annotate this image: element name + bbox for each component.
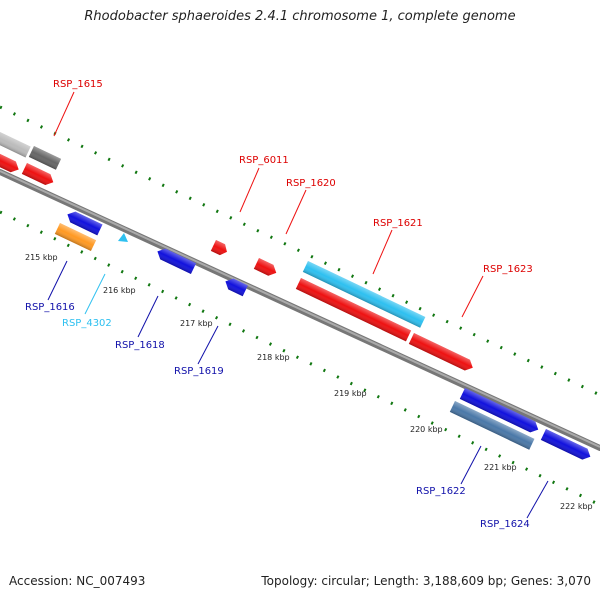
scale-label-217: 217 kbp [180, 319, 213, 328]
gene-rsp-6011[interactable] [210, 240, 230, 257]
reverse-genes [54, 209, 593, 462]
gene-label-rsp-1620[interactable]: RSP_1620 [286, 178, 336, 189]
gene-rsp-1623[interactable] [408, 333, 476, 373]
gene-rsp-4302[interactable] [118, 233, 128, 242]
gene-rsp-1616[interactable] [65, 209, 103, 236]
gc-track-outer [0, 105, 600, 397]
gene-darkgray[interactable] [28, 146, 62, 170]
gene-label-rsp-4302[interactable]: RSP_4302 [62, 318, 112, 329]
scale-label-216: 216 kbp [103, 286, 136, 295]
scale-label-215: 215 kbp [25, 253, 58, 262]
gene-gray[interactable] [0, 129, 31, 158]
gene-red-left1[interactable] [0, 152, 21, 175]
gc-track-inner [0, 210, 600, 507]
leader-lines [47, 91, 549, 519]
gene-rsp-1621[interactable] [302, 261, 426, 328]
gene-rsp-1619[interactable] [223, 276, 248, 297]
scale-label-218: 218 kbp [257, 353, 290, 362]
gene-label-rsp-1624[interactable]: RSP_1624 [480, 519, 530, 530]
forward-genes [0, 129, 476, 373]
gene-label-rsp-1616[interactable]: RSP_1616 [25, 302, 75, 313]
gene-red-left2[interactable] [21, 163, 56, 188]
gene-label-rsp-1615[interactable]: RSP_1615 [53, 79, 103, 90]
scale-labels: 215 kbp 216 kbp 217 kbp 218 kbp 219 kbp … [25, 253, 593, 511]
backbone [0, 169, 600, 451]
gene-rsp-1624[interactable] [540, 429, 593, 462]
map-title: Rhodobacter sphaeroides 2.4.1 chromosome… [84, 9, 516, 24]
gene-orange[interactable] [54, 223, 97, 252]
gene-blue-long[interactable] [459, 388, 541, 435]
gene-label-rsp-1618[interactable]: RSP_1618 [115, 340, 165, 351]
genome-summary-text: Topology: circular; Length: 3,188,609 bp… [261, 574, 591, 588]
scale-label-220: 220 kbp [410, 425, 443, 434]
gene-label-rsp-1619[interactable]: RSP_1619 [174, 366, 224, 377]
scale-label-219: 219 kbp [334, 389, 367, 398]
gene-labels: RSP_1615 RSP_6011 RSP_1620 RSP_1621 RSP_… [25, 79, 533, 530]
gene-red-long[interactable] [295, 278, 412, 342]
gene-rsp-1620[interactable] [253, 258, 279, 278]
gene-rsp-1622[interactable] [449, 401, 535, 450]
accession-text: Accession: NC_007493 [9, 574, 146, 588]
gene-label-rsp-1621[interactable]: RSP_1621 [373, 218, 423, 229]
scale-label-221: 221 kbp [484, 463, 517, 472]
gene-label-rsp-1623[interactable]: RSP_1623 [483, 264, 533, 275]
gene-label-rsp-6011[interactable]: RSP_6011 [239, 155, 289, 166]
gene-rsp-1618[interactable] [155, 246, 197, 275]
gene-label-rsp-1622[interactable]: RSP_1622 [416, 486, 466, 497]
scale-label-222: 222 kbp [560, 502, 593, 511]
